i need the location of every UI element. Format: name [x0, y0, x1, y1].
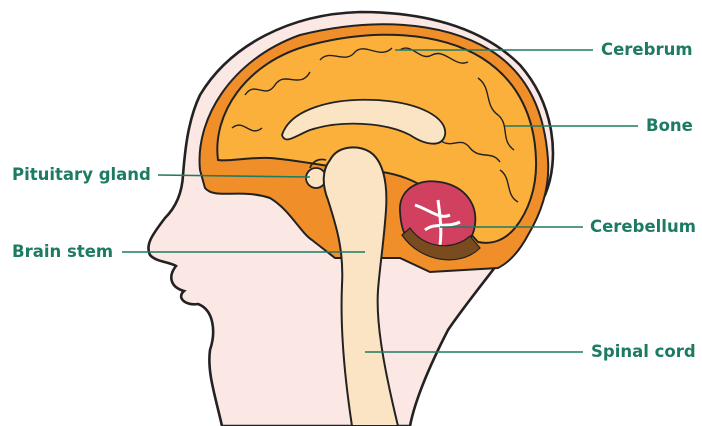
label-cerebellum: Cerebellum: [590, 217, 696, 237]
label-brain-stem: Brain stem: [12, 242, 113, 262]
label-spinal-cord: Spinal cord: [591, 342, 696, 362]
label-cerebrum: Cerebrum: [601, 40, 693, 60]
label-bone: Bone: [646, 116, 693, 136]
label-pituitary-gland: Pituitary gland: [12, 165, 151, 185]
